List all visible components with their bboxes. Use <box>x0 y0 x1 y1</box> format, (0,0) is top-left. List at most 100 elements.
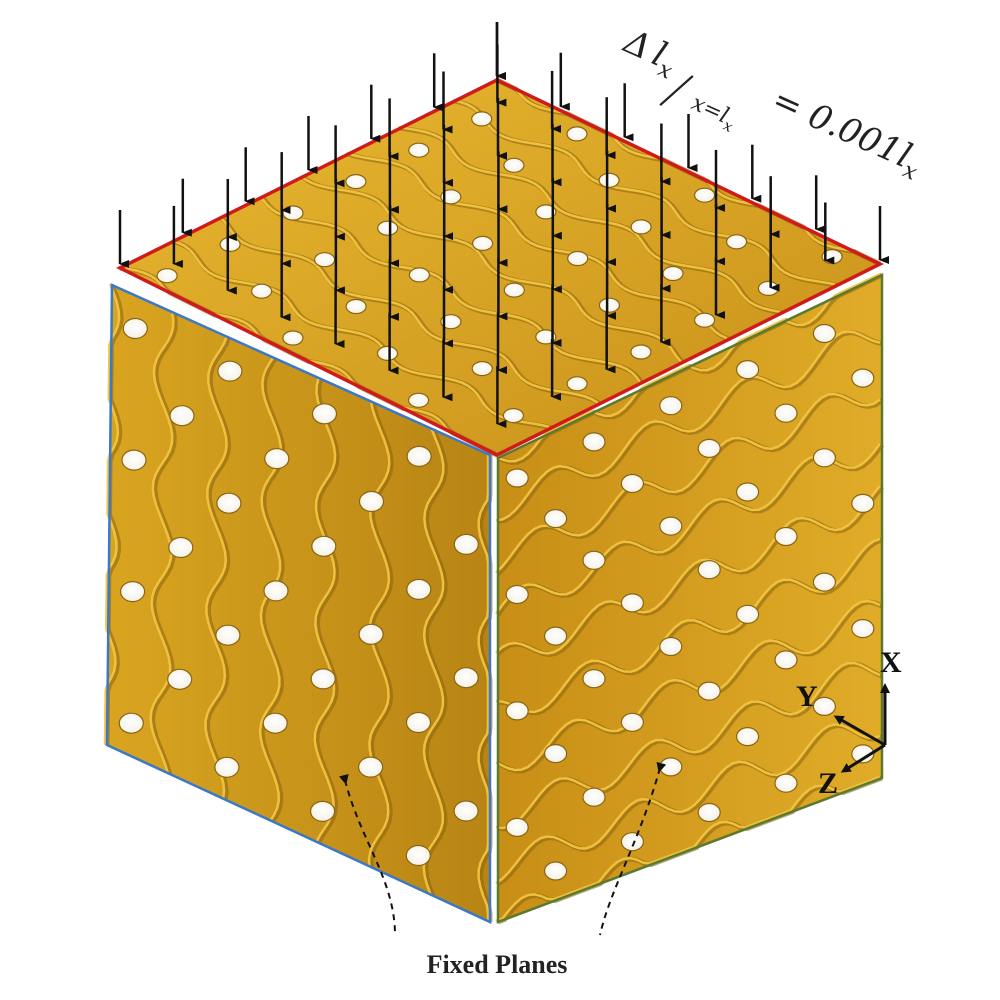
lattice-hole <box>582 787 606 807</box>
lattice-strand-highlight <box>495 537 881 714</box>
lattice-hole <box>620 593 645 613</box>
lattice-strand-highlight <box>477 454 490 921</box>
lattice-hole <box>406 578 432 601</box>
lattice-hole <box>774 773 798 793</box>
lattice-strand-highlight <box>495 775 881 923</box>
lattice-strand-highlight <box>313 377 337 843</box>
lattice-hole <box>659 757 683 777</box>
lattice-hole <box>471 111 493 127</box>
axis-triad-icon: X Y Z <box>796 646 902 800</box>
left-callout-arrow <box>338 773 396 936</box>
lattice-hole <box>408 267 430 283</box>
lattice-strand-highlight <box>495 599 881 772</box>
z-axis-label: Z <box>818 767 838 800</box>
lattice-hole <box>812 572 837 592</box>
lattice-hole <box>697 438 721 458</box>
lattice-strand-highlight <box>398 125 781 314</box>
lattice-strand-highlight <box>422 428 445 895</box>
lattice-hole <box>543 626 568 646</box>
lattice-hole <box>453 800 479 822</box>
lattice-strand-highlight <box>300 174 682 363</box>
lattice-hole <box>406 445 432 467</box>
lattice-strand-highlight <box>495 392 881 574</box>
lattice-hole <box>543 743 568 764</box>
lattice-hole <box>505 468 529 488</box>
lattice-hole <box>620 712 645 732</box>
load-arrows <box>118 22 889 428</box>
fixed-planes-label: Fixed Planes <box>427 950 568 979</box>
lattice-hole <box>345 298 367 315</box>
lattice-hole <box>812 448 837 468</box>
lattice-hole <box>566 376 588 392</box>
lattice-hole <box>693 312 716 328</box>
left-face <box>107 285 490 922</box>
lattice-hole <box>358 756 384 778</box>
lattice-hole <box>582 550 606 570</box>
lattice-hole <box>502 408 525 424</box>
lattice-hole <box>169 405 195 427</box>
lattice-strand-highlight <box>495 330 881 522</box>
lattice-hole <box>251 283 273 299</box>
lattice-hole <box>812 323 837 344</box>
lattice-hole <box>620 473 645 494</box>
lattice-strand-highlight <box>218 215 599 404</box>
lattice-hole <box>377 220 399 236</box>
lattice-hole <box>471 361 493 377</box>
lattice-hole <box>282 330 304 346</box>
lattice-strand-highlight <box>171 239 550 429</box>
lattice-hole <box>120 580 146 603</box>
lattice-strand-highlight <box>495 723 881 885</box>
lattice-hole <box>630 219 652 235</box>
lattice-hole <box>408 392 430 408</box>
lattice-hole <box>582 432 606 452</box>
lattice-hole <box>774 403 798 423</box>
lattice-hole <box>408 142 430 158</box>
lattice-hole <box>735 360 760 380</box>
lattice-hole <box>851 744 875 764</box>
x-axis-label: X <box>880 646 902 679</box>
lattice-hole <box>535 204 557 220</box>
lattice-hole <box>725 234 748 250</box>
lattice-hole <box>659 636 683 657</box>
lattice-hole <box>118 712 144 734</box>
lattice-strand-highlight <box>346 151 728 340</box>
lattice-hole <box>215 624 241 646</box>
lattice-hole <box>503 157 525 173</box>
right-face-outline <box>496 273 884 924</box>
lattice-hole <box>630 344 652 360</box>
lattice-hole <box>505 701 529 721</box>
lattice-hole <box>851 493 875 513</box>
lattice-hole <box>505 584 529 605</box>
lattice-strand <box>423 428 448 897</box>
lattice-hole <box>662 265 684 282</box>
lattice-hole <box>598 172 620 188</box>
lattice-hole <box>264 448 290 470</box>
lattice-hole <box>812 696 837 717</box>
lattice-hole <box>168 536 194 559</box>
lattice-hole <box>543 508 568 529</box>
y-axis-label: Y <box>796 680 818 713</box>
lattice-strand-highlight <box>495 272 881 463</box>
lattice-hole <box>697 560 721 580</box>
lattice-hole <box>543 861 568 881</box>
lattice-hole <box>345 174 367 190</box>
svg-text:x=lx: x=lx <box>686 91 741 137</box>
lattice-hole <box>376 345 399 361</box>
lattice-hole <box>310 668 336 690</box>
left-face-outline <box>105 283 492 924</box>
right-callout-arrow <box>599 761 667 936</box>
lattice-hole <box>620 832 645 852</box>
lattice-hole <box>757 280 780 296</box>
lattice-hole <box>472 235 494 251</box>
lattice-strand-highlight <box>204 335 228 799</box>
lattice-hole <box>262 712 288 734</box>
lattice-hole <box>535 329 557 345</box>
lattice-hole <box>121 449 147 471</box>
lattice-hole <box>219 236 241 252</box>
lattice-hole <box>440 314 462 330</box>
fixed-planes-callout: Fixed Planes <box>338 761 667 979</box>
lattice-hole <box>735 482 760 502</box>
lattice-hole <box>314 252 336 268</box>
lattice-hole <box>774 526 798 547</box>
